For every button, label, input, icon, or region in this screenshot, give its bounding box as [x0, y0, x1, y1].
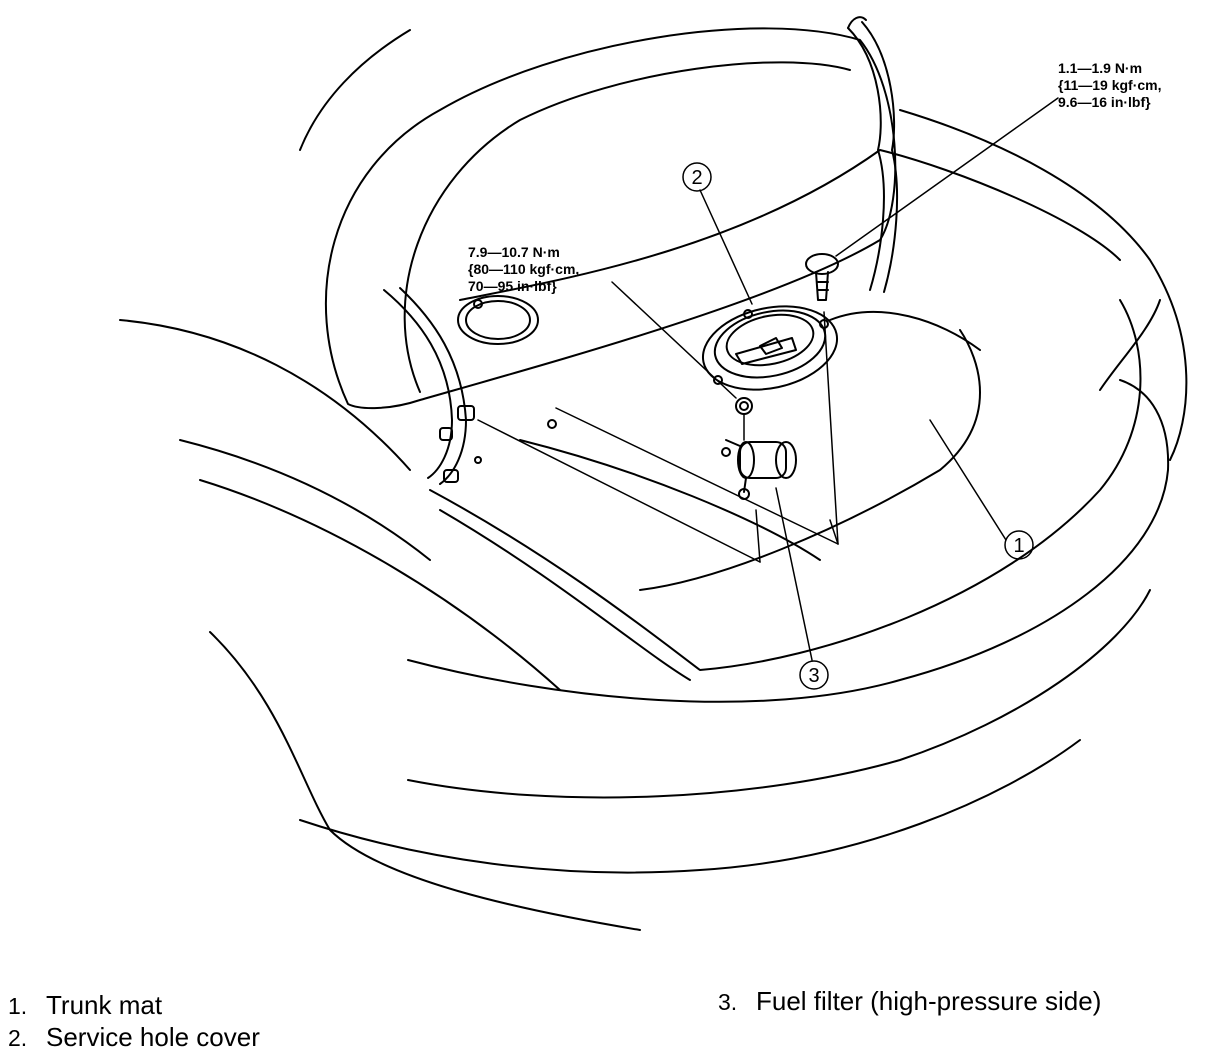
callout-1: 1: [1004, 530, 1034, 560]
callout-1-number: 1: [1013, 535, 1024, 557]
legend-item-label: Trunk mat: [46, 990, 163, 1020]
callout-3-number: 3: [808, 665, 819, 687]
torque-spec-nut-line1: 7.9—10.7 N·m: [468, 244, 560, 260]
fuel-filter: [721, 397, 797, 500]
trunk-fuel-filter-diagram: 2 1 3: [119, 16, 1188, 931]
legend-item-number: 2.: [8, 1025, 28, 1051]
callout-2-number: 2: [691, 167, 702, 189]
torque-spec-nut-line2: {80—110 kgf·cm,: [468, 261, 580, 277]
legend-item-service-hole-cover: 2. Service hole cover: [8, 1022, 260, 1053]
legend-item-label: Fuel filter (high-pressure side): [756, 986, 1102, 1016]
torque-spec-screw: 1.1—1.9 N·m {11—19 kgf·cm, 9.6—16 in·lbf…: [1058, 60, 1162, 111]
callout-2: 2: [682, 162, 712, 192]
callout-3: 3: [799, 660, 829, 690]
torque-spec-screw-line1: 1.1—1.9 N·m: [1058, 60, 1143, 76]
push-clip: [805, 253, 839, 301]
legend-item-trunk-mat: 1. Trunk mat: [8, 990, 162, 1021]
torque-spec-screw-line3: 9.6—16 in·lbf}: [1058, 94, 1151, 110]
legend-item-label: Service hole cover: [46, 1022, 260, 1052]
leader-lines: [611, 97, 1059, 661]
torque-spec-nut: 7.9—10.7 N·m {80—110 kgf·cm, 70—95 in·lb…: [468, 244, 579, 295]
torque-spec-screw-line2: {11—19 kgf·cm,: [1058, 77, 1162, 93]
car-body-outline: [119, 16, 1188, 931]
torque-spec-nut-line3: 70—95 in·lbf}: [468, 278, 557, 294]
legend-item-number: 1.: [8, 993, 28, 1019]
exploded-view-lines: [477, 311, 839, 563]
legend-item-fuel-filter: 3. Fuel filter (high-pressure side): [718, 986, 1101, 1017]
legend-item-number: 3.: [718, 989, 738, 1015]
